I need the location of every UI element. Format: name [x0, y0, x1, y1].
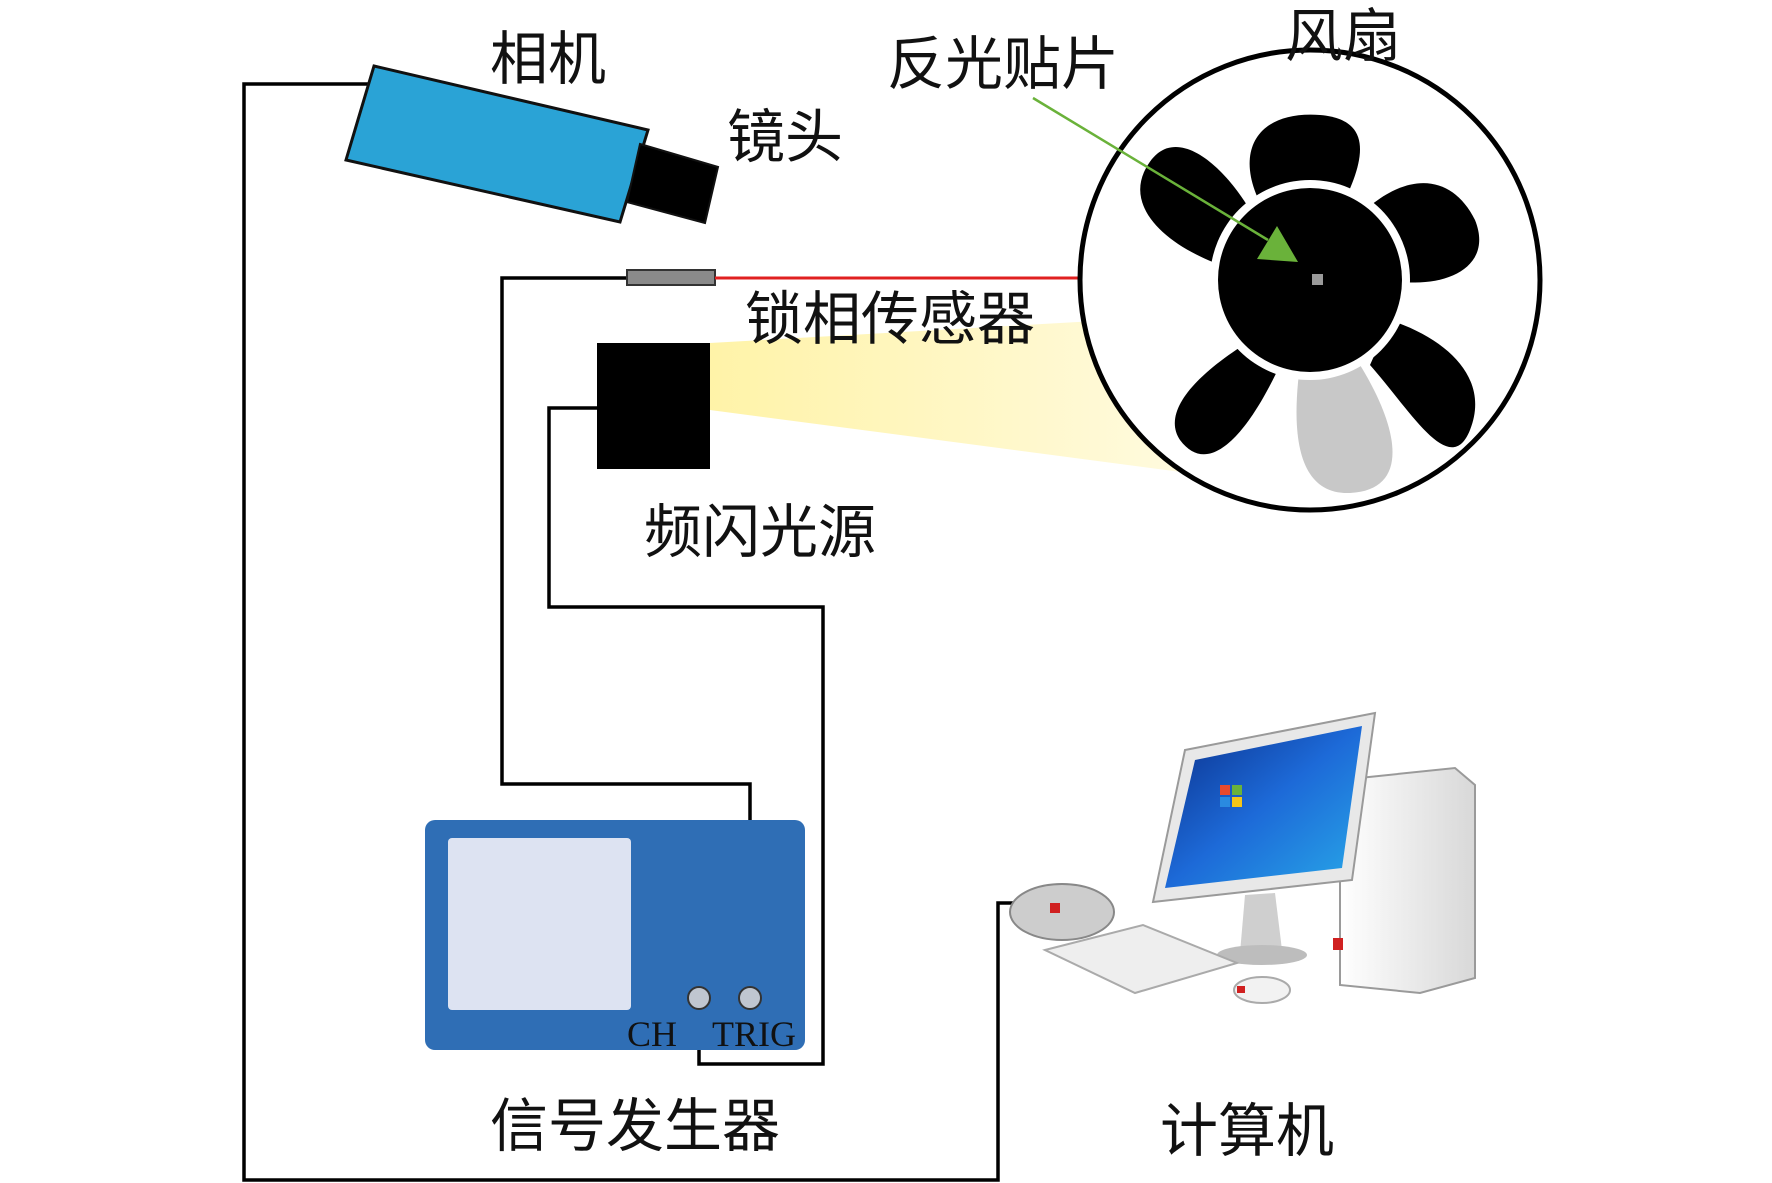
- computer-label: 计算机: [1160, 1097, 1335, 1165]
- mouse-button: [1237, 986, 1245, 993]
- fan-blade: [1370, 320, 1476, 448]
- trig-port-label: TRIG: [712, 1014, 796, 1054]
- camera: [344, 64, 720, 225]
- camera-computer-cable: [242, 82, 1022, 1182]
- strobe-generator-cable: [547, 406, 825, 1066]
- monitor-screen: [1165, 726, 1362, 888]
- computer-tower: [1339, 766, 1476, 995]
- camera-label: 相机: [490, 25, 607, 93]
- trig-port: [738, 986, 762, 1010]
- fan-blade: [1174, 335, 1280, 455]
- fan-blade-highlighted: [1296, 365, 1393, 494]
- monitor-base: [1217, 945, 1307, 965]
- camera-lens: [625, 142, 720, 225]
- speaker-light: [1050, 903, 1060, 913]
- strobe-light: [597, 343, 710, 469]
- phase-lock-sensor: [626, 269, 716, 286]
- camera-body: [344, 64, 650, 224]
- computer: [1009, 711, 1476, 1004]
- windows-logo-icon: [1220, 785, 1242, 807]
- monitor-stand: [1240, 893, 1282, 953]
- mouse: [1233, 976, 1291, 1004]
- reflective-tape-label: 反光贴片: [887, 30, 1120, 98]
- reflective-tape: [1312, 274, 1323, 285]
- signal-generator: [425, 820, 805, 1050]
- ch-port: [687, 986, 711, 1010]
- ch-port-label: CH: [627, 1014, 678, 1054]
- speaker: [1009, 883, 1115, 941]
- tape-arrow-head: [1257, 226, 1298, 262]
- keyboard: [1042, 923, 1241, 995]
- phase-lock-sensor-label: 锁相传感器: [745, 285, 1036, 353]
- lens-label: 镜头: [727, 103, 844, 171]
- generator-screen: [448, 838, 631, 1010]
- fan-hub-inner: [1218, 188, 1402, 372]
- signal-generator-label: 信号发生器: [490, 1092, 781, 1160]
- strobe-light-label: 频闪光源: [644, 498, 877, 566]
- fan-label: 风扇: [1285, 2, 1402, 70]
- fan: [1077, 47, 1543, 513]
- tape-arrow-line: [1032, 96, 1269, 242]
- tower-power-button: [1333, 938, 1343, 950]
